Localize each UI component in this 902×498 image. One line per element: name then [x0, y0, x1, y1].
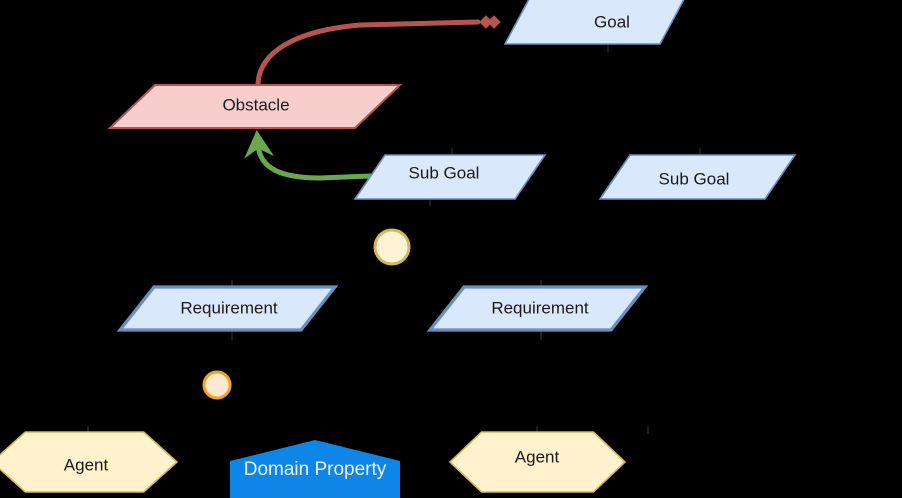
requirement-left-label: Requirement	[180, 298, 278, 317]
agent-left-label: Agent	[64, 455, 109, 474]
edges-layer	[244, 15, 501, 181]
edge-resolution[interactable]	[244, 130, 373, 181]
node-obstacle[interactable]: Obstacle	[107, 84, 403, 129]
node-agent-right[interactable]: Agent	[448, 431, 627, 493]
domain-property-shape[interactable]	[230, 440, 400, 498]
subgoal-right-label: Sub Goal	[659, 169, 730, 188]
node-requirement-left[interactable]: Requirement	[116, 285, 339, 332]
requirement-right-label: Requirement	[491, 298, 589, 317]
obstruction-arrowhead-diamond-2	[487, 15, 501, 29]
node-requirement-right[interactable]: Requirement	[426, 285, 649, 332]
obstacle-label: Obstacle	[222, 95, 289, 114]
node-subgoal-left[interactable]: Sub Goal	[353, 154, 547, 200]
refinement-node-upper[interactable]	[373, 228, 411, 266]
agent-right-shape[interactable]	[448, 431, 627, 493]
requirement-left-shape[interactable]	[116, 285, 339, 332]
node-agent-left[interactable]: Agent	[0, 431, 179, 493]
node-goal[interactable]: Goal	[503, 0, 690, 45]
refinement-node-lower[interactable]	[202, 370, 232, 400]
subgoal-left-label: Sub Goal	[409, 163, 480, 182]
domain-property-label: Domain Property	[244, 459, 387, 480]
agent-left-shape[interactable]	[0, 431, 179, 493]
edge-obstruction[interactable]	[255, 19, 481, 89]
obstacle-shape[interactable]	[107, 84, 403, 129]
goal-shape[interactable]	[503, 0, 690, 45]
requirement-right-shape[interactable]	[426, 285, 649, 332]
node-subgoal-right[interactable]: Sub Goal	[598, 154, 797, 200]
agent-right-label: Agent	[515, 447, 560, 466]
subgoal-left-shape[interactable]	[353, 154, 547, 200]
node-domain-property[interactable]: Domain Property	[230, 440, 400, 498]
goal-label: Goal	[594, 12, 630, 31]
subgoal-right-shape[interactable]	[598, 154, 797, 200]
refinement-circles-layer[interactable]	[202, 228, 411, 400]
